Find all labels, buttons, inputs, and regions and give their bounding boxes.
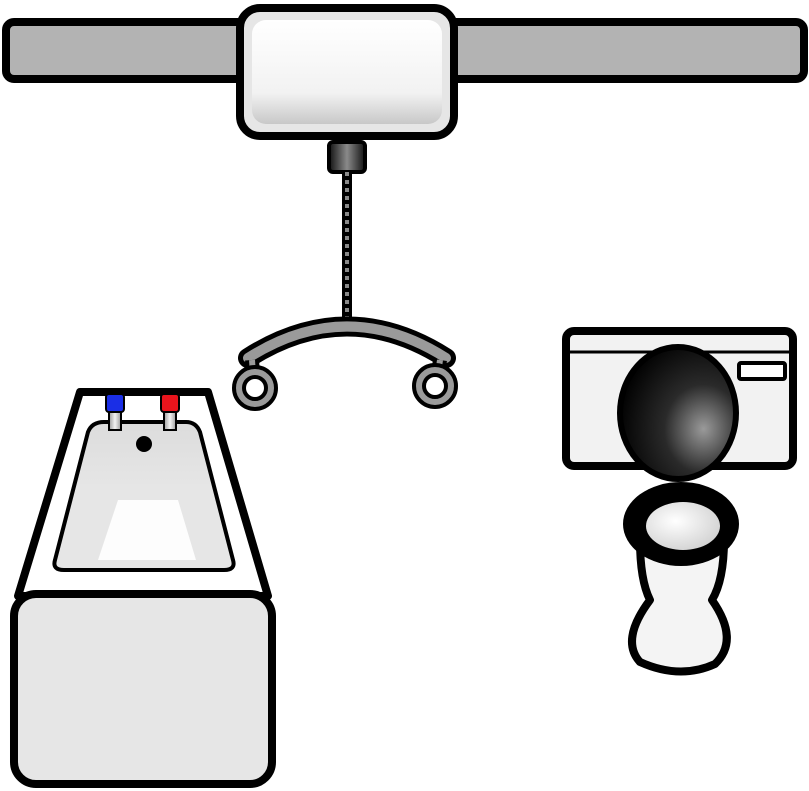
toilet-pedestal xyxy=(628,536,731,676)
bathtub-front-panel xyxy=(10,590,276,788)
cold-tap-icon xyxy=(105,393,125,431)
bathtub xyxy=(10,388,276,788)
hoist-connector xyxy=(327,140,367,174)
flush-button xyxy=(737,361,787,381)
hot-tap-icon xyxy=(160,393,180,431)
toilet xyxy=(562,327,797,676)
bathtub-drain xyxy=(136,436,152,452)
hoist-motor xyxy=(236,4,458,174)
bathtub-basin xyxy=(52,420,236,572)
spreader-bar xyxy=(232,316,458,411)
toilet-bowl xyxy=(646,502,720,550)
toilet-lid xyxy=(617,344,739,482)
